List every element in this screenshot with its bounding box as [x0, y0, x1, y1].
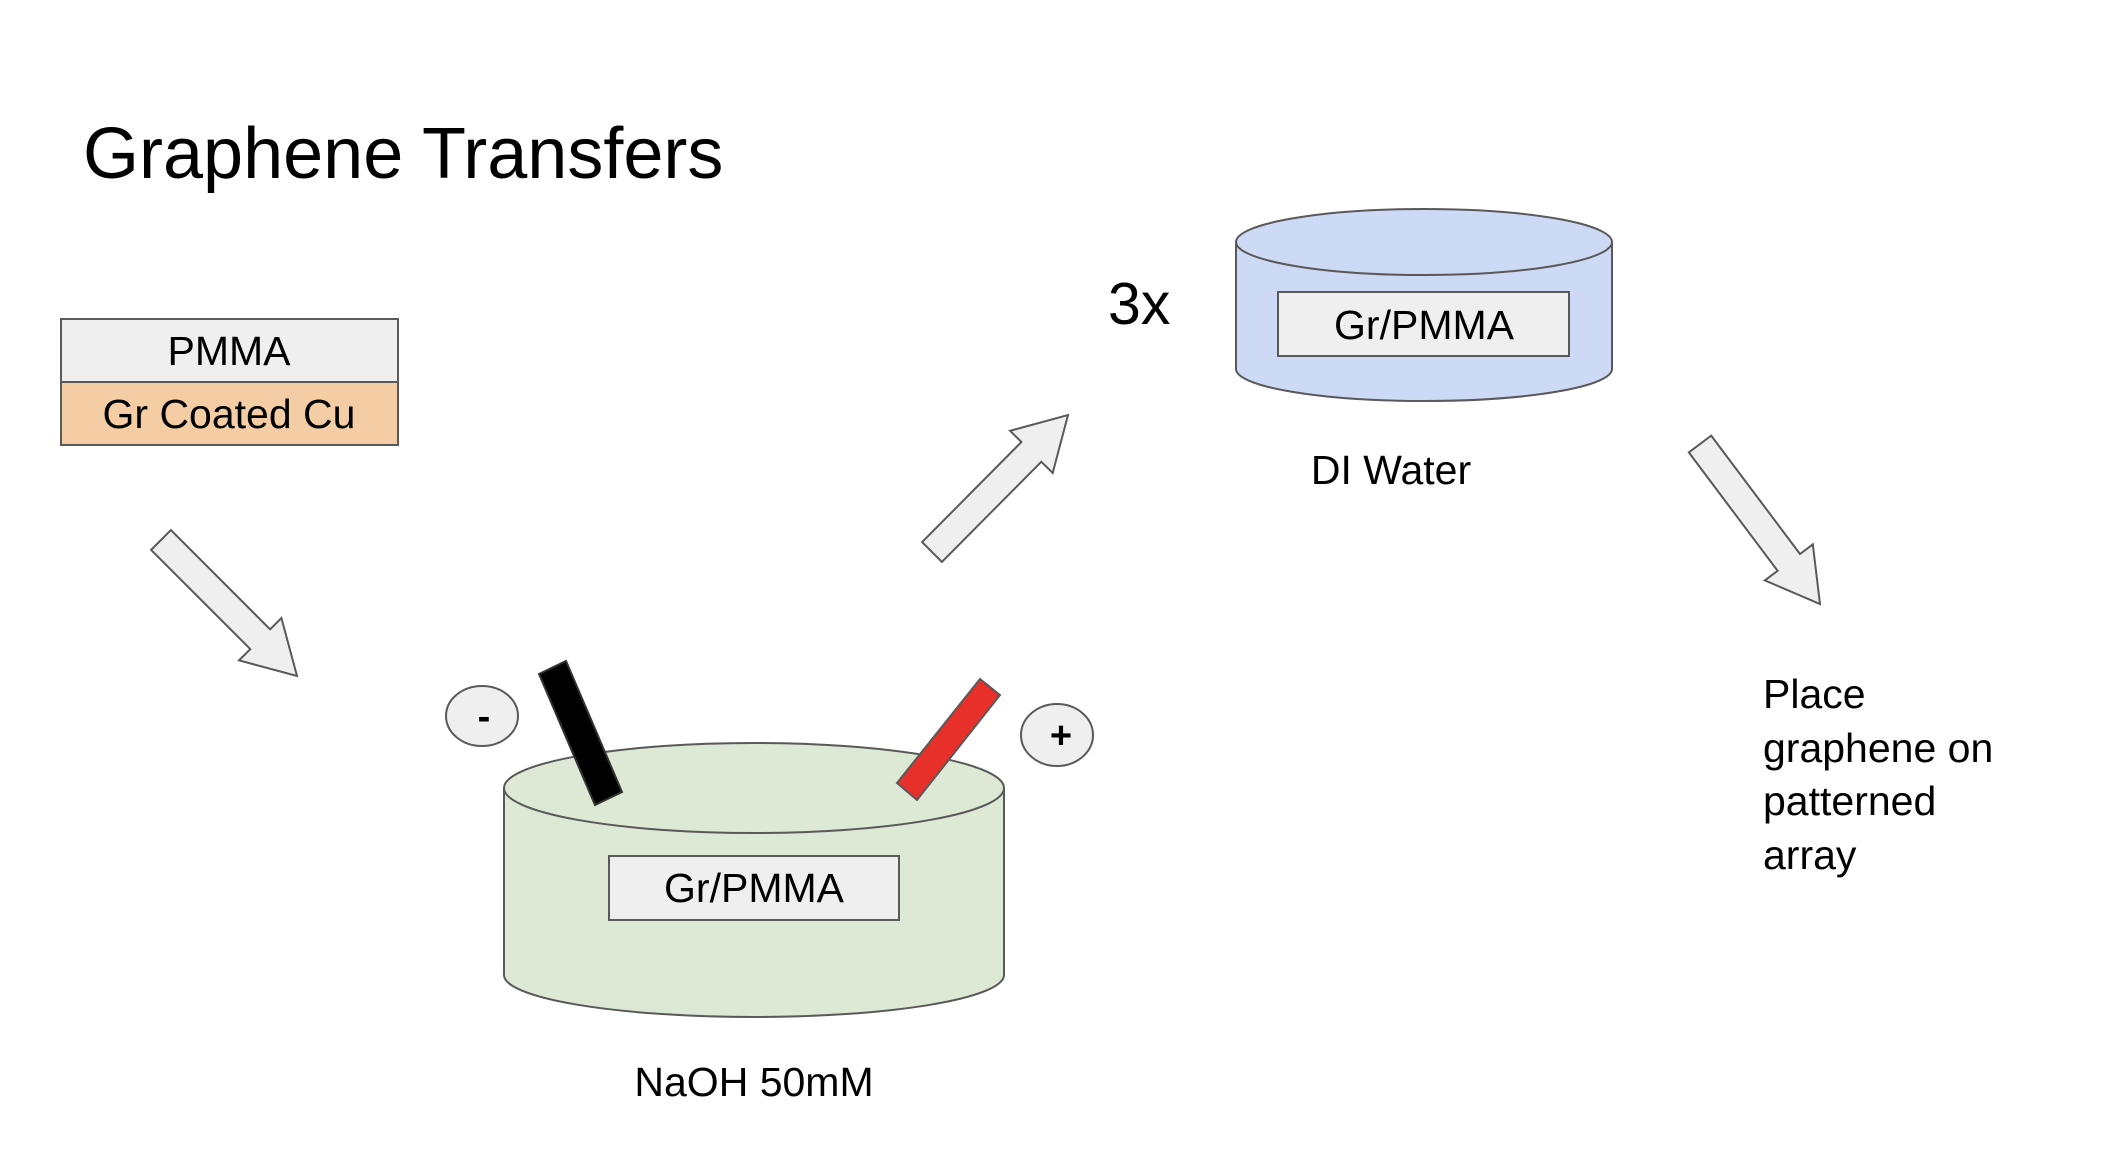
- water-bath: Gr/PMMA: [1235, 208, 1613, 402]
- final-step-line: Place: [1763, 671, 1866, 717]
- final-step-line: array: [1763, 832, 1857, 878]
- naoh-bath-top: [503, 742, 1005, 834]
- positive-terminal: +: [1020, 703, 1094, 767]
- cathode-electrode: [537, 659, 624, 807]
- pmma-layer-label: PMMA: [168, 328, 292, 374]
- arrow-to-naoh: [149, 528, 299, 678]
- water-sample-label: Gr/PMMA: [1334, 302, 1515, 348]
- final-step-line: patterned: [1763, 778, 1936, 824]
- water-bath-top: [1235, 208, 1613, 276]
- negative-sign: -: [478, 696, 491, 738]
- arrow-to-array: [1687, 434, 1822, 606]
- naoh-sample-box: [608, 855, 900, 921]
- final-step-line: graphene on: [1763, 725, 1993, 771]
- arrow-to-water: [920, 413, 1070, 564]
- gr-coated-cu-label: Gr Coated Cu: [103, 391, 356, 437]
- naoh-sample-label: Gr/PMMA: [664, 865, 845, 911]
- layer-stack: PMMA Gr Coated Cu: [60, 318, 399, 446]
- gr-coated-cu-layer: [60, 381, 399, 446]
- water-caption: DI Water: [1311, 447, 1471, 493]
- repeat-label: 3x: [1108, 271, 1170, 337]
- water-sample-box: [1277, 291, 1570, 357]
- anode-electrode: [895, 677, 1002, 802]
- naoh-bath: Gr/PMMA: [503, 742, 1005, 1018]
- positive-sign: +: [1050, 715, 1072, 757]
- naoh-caption: NaOH 50mM: [634, 1059, 873, 1105]
- negative-terminal: -: [445, 685, 519, 747]
- page-title: Graphene Transfers: [83, 114, 723, 194]
- pmma-layer: [60, 318, 399, 383]
- final-step-text: Place graphene on patterned array: [1763, 671, 1993, 878]
- positive-sign-circle: [1020, 703, 1094, 767]
- negative-sign-circle: [445, 685, 519, 747]
